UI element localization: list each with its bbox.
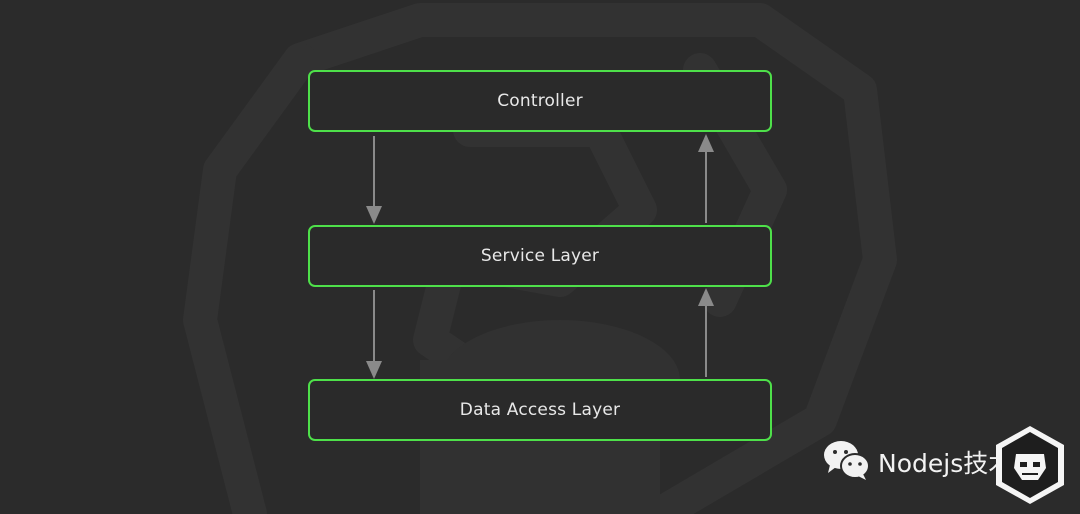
controller-box: Controller	[308, 70, 772, 132]
nodejs-hexagon-logo-icon	[996, 426, 1064, 504]
service-layer-label: Service Layer	[480, 246, 600, 266]
data-access-layer-box: Data Access Layer	[308, 379, 772, 441]
watermark: Nodejs技术栈	[822, 424, 1074, 508]
wechat-icon	[824, 441, 870, 480]
data-access-layer-label: Data Access Layer	[459, 400, 621, 420]
service-layer-box: Service Layer	[308, 225, 772, 287]
controller-label: Controller	[497, 91, 583, 111]
